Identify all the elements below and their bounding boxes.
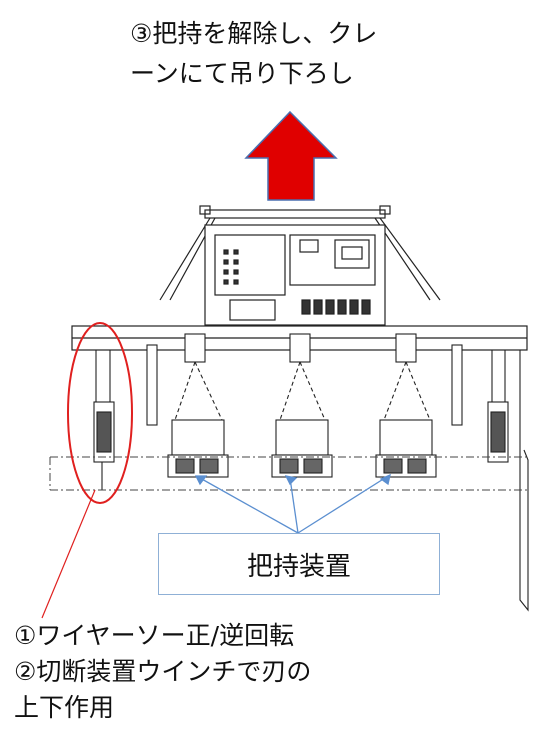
- title-line-2: ーンにて吊り下ろし: [130, 59, 354, 88]
- lift-up-arrow: [244, 110, 338, 201]
- note-line-2: ②切断装置ウインチで刃の: [14, 657, 312, 686]
- right-saw-unit: [451, 344, 529, 612]
- lifting-frame: [159, 205, 441, 301]
- gripper-2: [271, 333, 333, 478]
- control-unit: [204, 224, 386, 326]
- gripper-callout-box: 把持装置: [158, 533, 440, 595]
- gripper-pointer-lines: [194, 473, 391, 534]
- title-line-1: ③把持を解除し、クレ: [130, 19, 378, 48]
- operation-notes: ①ワイヤーソー正/逆回転 ②切断装置ウインチで刃の 上下作用: [14, 618, 311, 726]
- cut-slab: [49, 456, 527, 491]
- saw-pointer-line: [41, 489, 96, 619]
- note-line-3: 上下作用: [14, 693, 115, 722]
- instruction-title: ③把持を解除し、クレ ーンにて吊り下ろし: [130, 14, 490, 94]
- note-line-1: ①ワイヤーソー正/逆回転: [14, 621, 295, 650]
- gripper-callout-label: 把持装置: [246, 551, 351, 582]
- left-saw-unit: [93, 344, 158, 490]
- gripper-1: [167, 333, 229, 478]
- saw-highlight-ellipse: [67, 322, 133, 504]
- gripper-3: [375, 333, 437, 478]
